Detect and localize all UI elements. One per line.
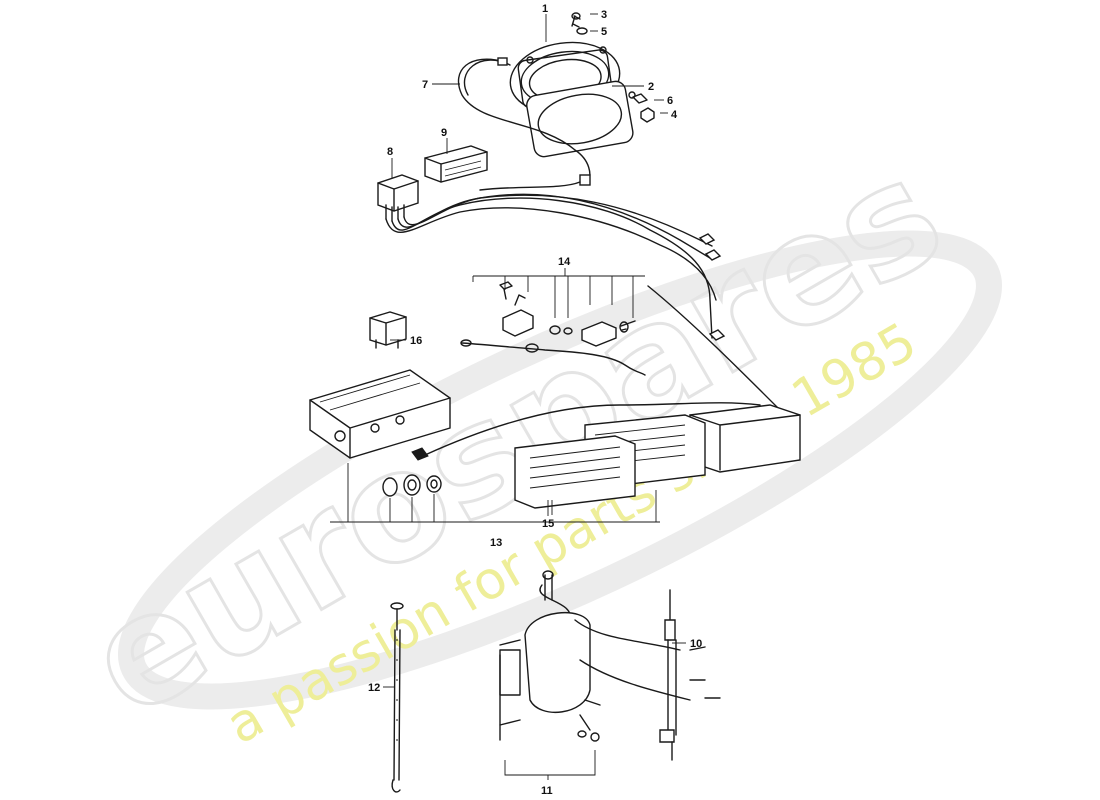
amplifier xyxy=(309,369,451,459)
callout-10: 10 xyxy=(690,638,702,650)
control-cable-12 xyxy=(390,602,404,793)
speaker-cable-7 xyxy=(457,58,591,183)
callout-12: 12 xyxy=(368,682,380,694)
bracket-kit-14 xyxy=(472,275,645,347)
screw-3 xyxy=(571,12,581,28)
callouts: 1 3 5 7 2 6 4 9 8 14 16 15 13 10 12 11 xyxy=(368,3,702,797)
antenna-10 xyxy=(659,589,721,761)
callout-16: 16 xyxy=(410,335,422,347)
radio-15 xyxy=(514,404,801,509)
callout-8: 8 xyxy=(387,146,393,158)
antenna-motor-11 xyxy=(499,570,691,742)
callout-7: 7 xyxy=(422,79,428,91)
callout-2: 2 xyxy=(648,81,654,93)
cover-9 xyxy=(424,145,488,183)
radio-cable xyxy=(647,285,781,411)
callout-13: 13 xyxy=(490,537,502,549)
wiring-harness xyxy=(385,181,726,341)
callout-11: 11 xyxy=(541,785,553,797)
leader-lines xyxy=(383,13,686,688)
group-lines xyxy=(330,463,660,523)
switch-8 xyxy=(377,174,419,222)
callout-5: 5 xyxy=(601,26,607,38)
washer-5 xyxy=(576,27,588,35)
callout-4: 4 xyxy=(671,109,678,121)
nut-4 xyxy=(640,107,655,123)
knobs xyxy=(382,474,442,497)
callout-15: 15 xyxy=(542,518,554,530)
callout-3: 3 xyxy=(601,9,607,21)
callout-14: 14 xyxy=(558,256,571,268)
earth-cable xyxy=(461,342,646,376)
loudspeaker xyxy=(509,41,636,158)
callout-1: 1 xyxy=(542,3,548,15)
callout-9: 9 xyxy=(441,127,447,139)
relay-16 xyxy=(369,311,407,349)
callout-6: 6 xyxy=(667,95,673,107)
clip-6 xyxy=(632,93,648,104)
